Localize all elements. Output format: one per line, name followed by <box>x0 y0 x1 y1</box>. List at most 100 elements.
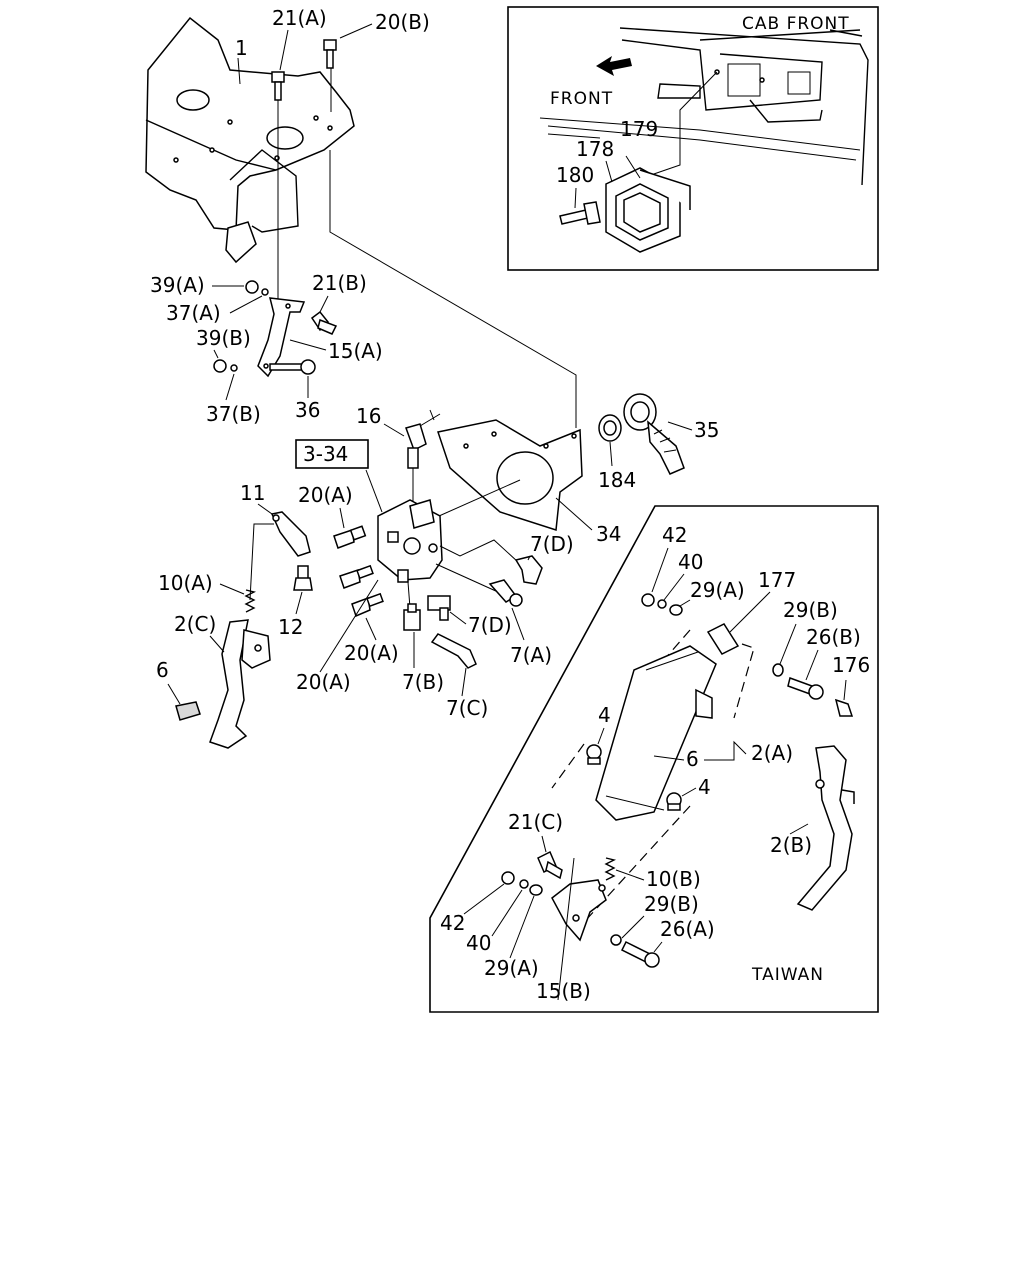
tw-label-176: 176 <box>832 653 870 677</box>
label-2c: 2(C) <box>174 612 216 636</box>
label-20a-3: 20(A) <box>296 670 351 694</box>
tw-clip-4b <box>666 792 682 811</box>
tw-label-29b-top: 29(B) <box>783 598 838 622</box>
label-7c: 7(C) <box>446 696 488 720</box>
tw-label-42b: 42 <box>440 911 465 935</box>
part-35-boot <box>623 393 685 475</box>
tw-label-177: 177 <box>758 568 796 592</box>
tw-label-4b: 4 <box>698 775 711 799</box>
tw-part-6-pedal <box>595 645 717 821</box>
part-36-bolt <box>269 359 316 375</box>
label-1: 1 <box>235 36 248 60</box>
ref-box-3-34 <box>295 439 369 469</box>
label-10a: 10(A) <box>158 571 213 595</box>
label-7d-2: 7(D) <box>468 613 512 637</box>
label-15a: 15(A) <box>328 339 383 363</box>
tw-label-15b: 15(B) <box>536 979 591 1003</box>
part-7b-plug <box>403 603 421 631</box>
inset-cab-title: CAB FRONT <box>742 14 850 34</box>
tw-part-176 <box>834 698 854 717</box>
tw-bolt-26a <box>620 940 660 968</box>
part-178-179 <box>605 167 691 253</box>
label-12: 12 <box>278 615 303 639</box>
part-180-bolt <box>559 201 601 225</box>
inset-taiwan: TAIWAN 42 40 29(A) 177 29(B) 26(B) 176 <box>429 505 879 1013</box>
tw-label-21c: 21(C) <box>508 810 563 834</box>
tw-label-26b: 26(B) <box>806 625 861 649</box>
label-178: 178 <box>576 137 614 161</box>
tw-washer-29b-bottom <box>610 934 622 946</box>
tw-label-42a: 42 <box>662 523 687 547</box>
label-35: 35 <box>694 418 719 442</box>
tw-label-10b: 10(B) <box>646 867 701 891</box>
label-20a-1: 20(A) <box>298 483 353 507</box>
part-2c-pedal-arm <box>209 619 271 749</box>
label-16: 16 <box>356 404 381 428</box>
label-21a: 21(A) <box>272 6 327 30</box>
part-184-grommet <box>598 414 622 442</box>
label-180: 180 <box>556 163 594 187</box>
tw-clip-4a <box>586 744 602 765</box>
part-10a-spring <box>244 589 257 613</box>
label-6-main: 6 <box>156 658 169 682</box>
tw-label-29a-bot: 29(A) <box>484 956 539 980</box>
part-20a-bolts <box>333 525 384 618</box>
part-1-bracket <box>145 16 355 264</box>
tw-label-40b: 40 <box>466 931 491 955</box>
tw-label-29b-bot: 29(B) <box>644 892 699 916</box>
label-39b: 39(B) <box>196 326 251 350</box>
inset-taiwan-title: TAIWAN <box>751 965 824 985</box>
label-34: 34 <box>596 522 621 546</box>
tw-part-177 <box>706 623 740 655</box>
label-39a: 39(A) <box>150 273 205 297</box>
front-arrow-icon <box>596 56 632 76</box>
label-20b: 20(B) <box>375 10 430 34</box>
tw-label-6: 6 <box>686 747 699 771</box>
tw-nut-42-bottom <box>501 871 543 896</box>
tw-label-4a: 4 <box>598 703 611 727</box>
label-7b: 7(B) <box>402 670 444 694</box>
tw-label-40a: 40 <box>678 550 703 574</box>
tw-spring-10b <box>604 857 617 881</box>
part-12-bolt <box>293 565 313 591</box>
label-37a: 37(A) <box>166 301 221 325</box>
label-179: 179 <box>620 117 658 141</box>
tw-bolt-26b <box>787 677 824 700</box>
inset-front-label: FRONT <box>550 89 613 109</box>
part-7c-fitting <box>430 633 477 669</box>
part-7d-tee <box>427 595 451 621</box>
label-184: 184 <box>598 468 636 492</box>
part-34-plate <box>437 419 583 531</box>
tw-label-2a: 2(A) <box>751 741 793 765</box>
part-21b-bolt <box>310 310 338 335</box>
inset-cab-frame <box>507 6 879 271</box>
inset-cab-front: CAB FRONT FRONT <box>507 6 879 271</box>
tw-bolt-21c <box>537 850 563 880</box>
tw-label-2b: 2(B) <box>770 833 812 857</box>
inset-taiwan-frame <box>429 505 879 1013</box>
label-7a: 7(A) <box>510 643 552 667</box>
part-7a-fitting <box>488 579 523 607</box>
main-assembly: 1 21(A) 20(B) 15(A) <box>145 6 719 749</box>
cab-body <box>539 27 869 186</box>
part-39a-nut <box>245 280 269 296</box>
label-36: 36 <box>295 398 320 422</box>
label-20a-2: 20(A) <box>344 641 399 665</box>
label-21b: 21(B) <box>312 271 367 295</box>
part-16-sensor <box>405 409 441 469</box>
ref-box-label: 3-34 <box>303 442 348 466</box>
tw-label-29a-top: 29(A) <box>690 578 745 602</box>
tw-bracket-15b <box>551 857 607 1001</box>
tw-part-2b-arm <box>796 745 855 911</box>
tw-nut-42-top <box>641 593 683 616</box>
valve-assembly <box>377 499 519 609</box>
label-7d-1: 7(D) <box>530 532 574 556</box>
part-11-lever <box>270 511 311 557</box>
label-11: 11 <box>240 481 265 505</box>
tw-washer-29b <box>772 663 784 677</box>
label-37b: 37(B) <box>206 402 261 426</box>
tw-label-26a: 26(A) <box>660 917 715 941</box>
part-7d-elbow <box>514 555 543 585</box>
